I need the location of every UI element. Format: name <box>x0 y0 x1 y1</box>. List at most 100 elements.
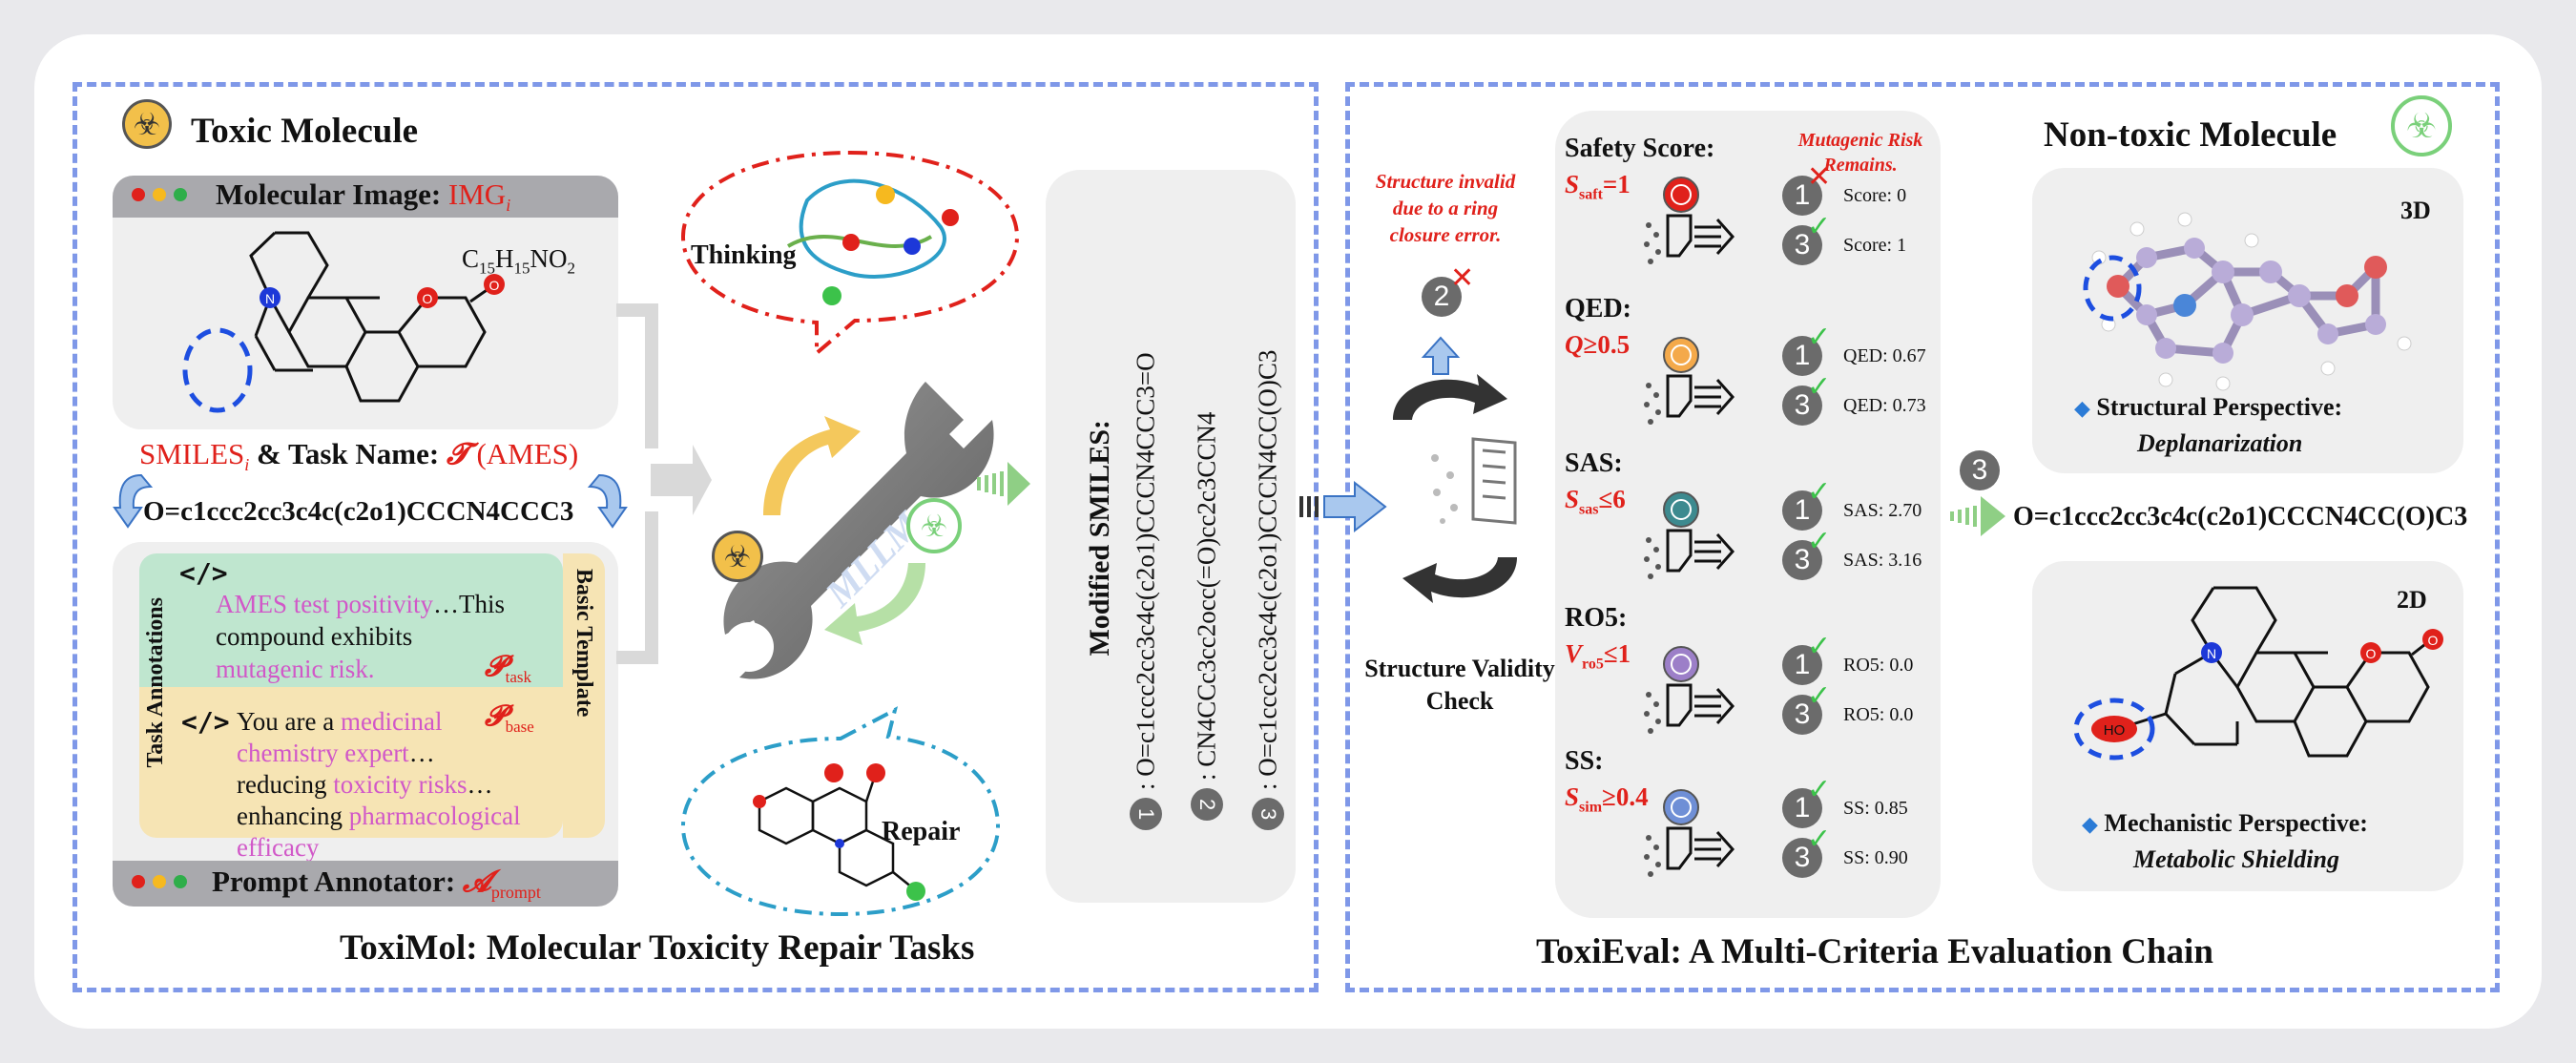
metric-4-result-1-num: 3 <box>1782 838 1822 878</box>
chlorine-atom <box>822 286 841 305</box>
repair-label: Repair <box>882 817 961 846</box>
molecular-formula: C15H15NO2 <box>462 244 576 278</box>
mutagenic-note: Mutagenic Risk Remains. <box>1797 130 1923 176</box>
oxygen-atom-ring <box>417 287 438 308</box>
candidate-1: 1 : O=c1ccc2cc3c4c(c2o1)CCCN4CCC3=O <box>1130 219 1162 830</box>
o-atom-2d-carbonyl <box>2422 629 2443 650</box>
candidate-3-smiles: : O=c1ccc2cc3c4c(c2o1)CCCN4CC(O)C3 <box>1253 349 1282 790</box>
oxygen-label-ring: O <box>423 291 433 306</box>
metric-title-2: SAS: <box>1565 448 1623 478</box>
invalid-structure-note: Structure invalid due to a ring closure … <box>1375 170 1516 246</box>
pass-check-icon: ✓ <box>1807 630 1832 663</box>
view-2d-label: 2D <box>2397 586 2427 614</box>
oxygen-label-carbonyl: O <box>489 278 500 293</box>
base-template-text: You are a medicinal chemistry expert…red… <box>237 707 521 862</box>
metrics-box <box>1555 111 1941 918</box>
input-flow-arrows <box>616 303 712 664</box>
repair-bubble <box>680 706 1001 917</box>
smiles-bracket-arrows <box>113 473 628 529</box>
metric-condition-3: Vro5≤1 <box>1565 639 1631 673</box>
metric-0-result-0-text: Score: 0 <box>1843 185 1907 206</box>
o-atom-3d-carbonyl <box>2364 256 2387 279</box>
metric-0-result-1-num: 3 <box>1782 225 1822 265</box>
invalid-x-icon: ✕ <box>1450 261 1475 295</box>
mol-image-sub: i <box>506 196 511 216</box>
task-name: (AMES) <box>476 437 579 470</box>
pass-check-icon: ✓ <box>1807 525 1832 558</box>
metric-4-result-0-num: 1 <box>1782 788 1822 828</box>
metric-3-result-1-num: 3 <box>1782 695 1822 735</box>
annot-highlight-2: mutagenic risk. <box>216 655 375 683</box>
metric-3-result-1-text: RO5: 0.0 <box>1843 704 1914 725</box>
thinking-atom-blue <box>904 238 921 255</box>
metric-2-result-1-text: SAS: 3.16 <box>1843 550 1922 571</box>
modified-smiles-box <box>1046 170 1296 903</box>
metric-condition-4: Ssim≥0.4 <box>1565 782 1649 816</box>
task-annotations-label: Task Annotations <box>143 597 168 768</box>
basic-template-side <box>563 553 605 838</box>
metric-0-result-0-num: 1 <box>1782 176 1822 216</box>
pass-check-icon: ✓ <box>1807 679 1832 713</box>
final-candidate-num: 3 <box>1960 450 2000 490</box>
metric-title-4: SS: <box>1565 746 1604 776</box>
metric-filter-icon-1 <box>1644 337 1735 425</box>
p-task-symbol: 𝓟task <box>485 651 532 686</box>
mechanistic-perspective-value: Metabolic Shielding <box>2133 845 2339 873</box>
thinking-bubble <box>680 150 1020 358</box>
structural-perspective-label: ◆ Structural Perspective: <box>2074 393 2343 421</box>
metric-1-result-0-text: QED: 0.67 <box>1843 345 1926 366</box>
molecule-2d-structure: N O O HO <box>2073 586 2443 761</box>
molecule-3d-render <box>2083 212 2412 391</box>
metric-2-result-1-num: 3 <box>1782 540 1822 580</box>
p-base-symbol: 𝓟base <box>485 700 534 736</box>
candidate-1-num: 1 <box>1130 798 1162 830</box>
modified-smiles-title: Modified SMILES: <box>1084 420 1115 657</box>
base-template-block <box>139 687 563 838</box>
hydroxyl-group-2d <box>2091 716 2137 742</box>
candidate-3: 3 : O=c1ccc2cc3c4c(c2o1)CCCN4CC(O)C3 <box>1252 219 1284 830</box>
nontoxic-output-icon: ☣ <box>906 498 962 553</box>
dotted-arrow-to-smiles <box>977 462 1030 506</box>
o-atom-2d-ring <box>2360 642 2381 663</box>
nontoxic-title: Non-toxic Molecule <box>2044 115 2337 155</box>
smiles-task-row: SMILESi & Task Name: 𝓣 (AMES) <box>139 437 578 475</box>
metric-4-result-1-text: SS: 0.90 <box>1843 847 1908 868</box>
toxic-input-icon: ☣ <box>712 531 763 582</box>
toxic-molecule-title: Toxic Molecule <box>191 112 419 151</box>
metric-1-result-1-text: QED: 0.73 <box>1843 395 1926 416</box>
annot-highlight: AMES test positivity <box>216 590 434 618</box>
structural-perspective-value: Deplanarization <box>2137 429 2303 457</box>
toxieval-caption: ToxiEval: A Multi-Criteria Evaluation Ch… <box>1536 932 2213 971</box>
prompt-annotator-footer: Prompt Annotator: 𝓐prompt <box>113 861 618 907</box>
repair-atom-n <box>835 839 844 848</box>
molecular-image-header: Molecular Image: IMGi <box>113 176 618 218</box>
metric-condition-0: Ssaft=1 <box>1565 170 1631 203</box>
metric-0-result-1-text: Score: 1 <box>1843 235 1907 256</box>
metric-filter-icon-3 <box>1644 646 1735 734</box>
task-annotation-text: AMES test positivity…This compound exhib… <box>216 588 521 685</box>
nontoxic-icon: ☣ <box>2391 95 2452 156</box>
hydroxyl-marker-2d <box>2073 698 2155 761</box>
n-atom-3d <box>2173 294 2196 317</box>
toximol-caption: ToxiMol: Molecular Toxicity Repair Tasks <box>340 928 975 968</box>
candidate-2-num: 2 <box>1191 788 1223 821</box>
metric-2-result-0-text: SAS: 2.70 <box>1843 500 1922 521</box>
repair-atom-o-left <box>753 795 766 808</box>
pass-check-icon: ✓ <box>1807 210 1832 243</box>
o-atom-3d-ring <box>2336 284 2358 307</box>
mol-image-var: IMG <box>447 177 507 211</box>
toximol-panel <box>73 82 1319 992</box>
basic-template-label: Basic Template <box>571 569 596 718</box>
metric-3-result-0-text: RO5: 0.0 <box>1843 655 1914 676</box>
candidate-1-smiles: : O=c1ccc2cc3c4c(c2o1)CCCN4CCC3=O <box>1131 352 1160 790</box>
candidate-3-num: 3 <box>1252 798 1284 830</box>
o-atom-3d-hydroxyl <box>2107 275 2129 298</box>
metric-filter-icon-2 <box>1644 491 1735 579</box>
mechanistic-perspective-label: ◆ Mechanistic Perspective: <box>2082 809 2368 837</box>
metric-filter-icon-4 <box>1644 789 1735 877</box>
code-icon-task: </> <box>179 557 228 589</box>
toxieval-panel <box>1345 82 2500 992</box>
biohazard-icon: ☣ <box>122 99 172 149</box>
n-atom-2d-label: N <box>2207 646 2216 661</box>
smiles-var: SMILES <box>139 437 245 470</box>
